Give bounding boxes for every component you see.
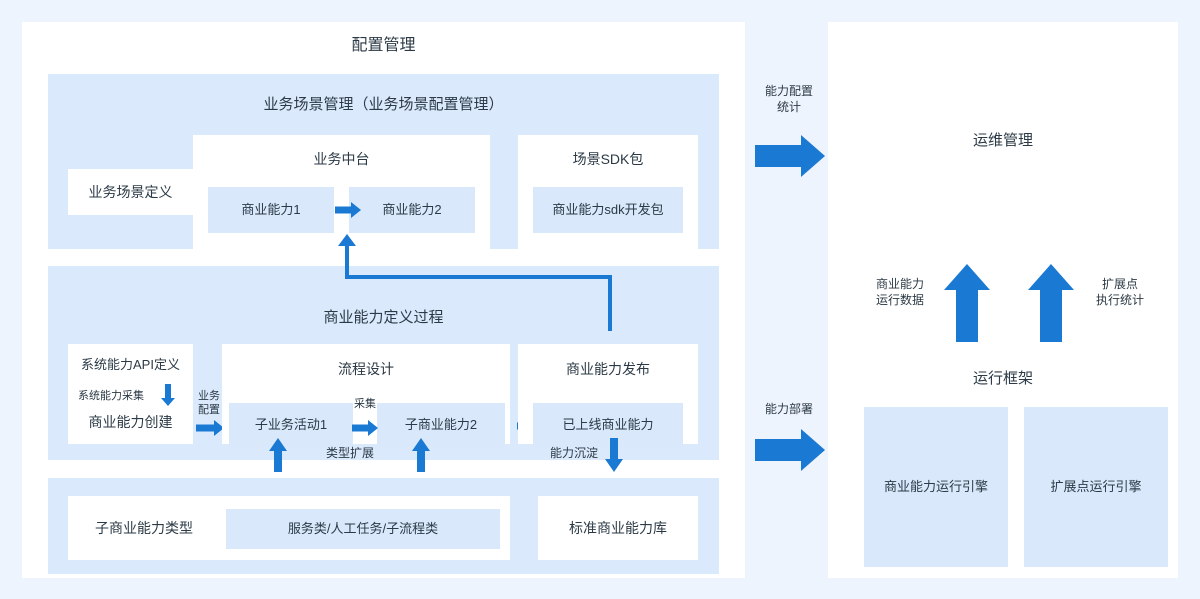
- section-capability-definition-title: 商业能力定义过程: [323, 308, 444, 326]
- arrow-up-icon-capability-run-data: [944, 264, 990, 342]
- box-api-define-label: 系统能力API定义: [81, 357, 180, 373]
- box-scene-sdk-title: 场景SDK包: [572, 150, 644, 167]
- label-capability-settle: 能力沉淀: [549, 446, 598, 460]
- label-system-capability-collect: 系统能力采集: [78, 390, 144, 402]
- chip-sub-capability-2[interactable]: 子商业能力2: [377, 403, 505, 447]
- box-capability-create-label: 商业能力创建: [88, 413, 173, 430]
- chip-online-capability[interactable]: 已上线商业能力: [533, 403, 683, 447]
- label-type-extend: 类型扩展: [325, 446, 374, 460]
- chip-capability-run-engine[interactable]: 商业能力运行引擎: [864, 407, 1008, 567]
- label-capability-deploy: 能力部署: [764, 402, 813, 416]
- box-api-and-create[interactable]: [68, 344, 193, 444]
- section-business-scene-title: 业务场景管理（业务场景配置管理）: [263, 95, 504, 113]
- arrow-up-icon-connector-head: [337, 234, 357, 248]
- connector-midplatform-vertical: [345, 244, 349, 278]
- label-business-config: 业务 配置: [198, 390, 220, 416]
- box-capability-publish-title: 商业能力发布: [566, 360, 650, 377]
- arrow-right-icon-create-to-flow: [196, 418, 224, 438]
- label-extension-exec-stat: 扩展点 执行统计: [1095, 277, 1144, 307]
- arrow-up-icon-type-extend-left: [269, 438, 287, 472]
- box-flow-design-title: 流程设计: [338, 360, 394, 377]
- label-capability-run-data: 商业能力 运行数据: [875, 277, 924, 307]
- box-runtime-framework-title: 运行框架: [972, 369, 1033, 387]
- box-ops-management[interactable]: [842, 22, 1164, 259]
- connector-horizontal: [345, 275, 612, 279]
- arrow-right-icon-capability-deploy: [755, 428, 825, 472]
- label-capability-config-stat: 能力配置 统计: [764, 84, 813, 114]
- chip-capability-2[interactable]: 商业能力2: [349, 187, 475, 233]
- arrow-right-icon-capability-config-stat: [755, 134, 825, 178]
- arrow-up-icon-type-extend-right: [412, 438, 430, 472]
- box-standard-capability-library[interactable]: 标准商业能力库: [538, 496, 698, 560]
- box-scene-define[interactable]: 业务场景定义: [68, 169, 193, 215]
- chip-sub-activity-1[interactable]: 子业务活动1: [229, 403, 353, 447]
- chip-type-list[interactable]: 服务类/人工任务/子流程类: [226, 509, 500, 549]
- box-sub-capability-type-label: 子商业能力类型: [95, 519, 193, 536]
- chip-extension-run-engine[interactable]: 扩展点运行引擎: [1024, 407, 1168, 567]
- page-title: 配置管理: [351, 37, 416, 55]
- chip-capability-1[interactable]: 商业能力1: [208, 187, 334, 233]
- arrow-down-icon-capability-settle: [605, 438, 623, 472]
- box-mid-platform-title: 业务中台: [313, 150, 370, 167]
- arrow-right-icon-cap1-cap2: [335, 200, 361, 220]
- arrow-up-icon-extension-exec-stat: [1028, 264, 1074, 342]
- label-flow-collect: 采集: [354, 398, 376, 410]
- chip-sdk-devkit[interactable]: 商业能力sdk开发包: [533, 187, 683, 233]
- arrow-down-icon-collect: [158, 384, 178, 406]
- connector-publish-vertical: [608, 275, 612, 331]
- config-management-card: 配置管理 业务场景管理（业务场景配置管理） 业务场景定义 业务中台 商业能力1 …: [22, 22, 745, 578]
- arrow-right-icon-sub1-sub2: [352, 418, 378, 438]
- ops-runtime-card: 运维管理 运行框架 商业能力运行引擎 扩展点运行引擎: [828, 22, 1178, 578]
- box-ops-management-title: 运维管理: [972, 131, 1033, 149]
